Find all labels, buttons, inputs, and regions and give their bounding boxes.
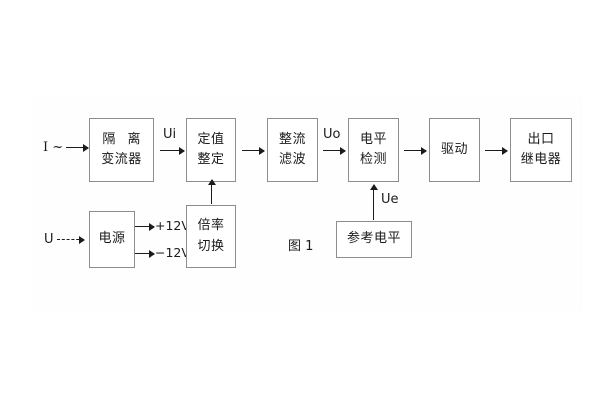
block-reference-level-line1: 参考电平 xyxy=(346,231,401,247)
block-power-supply-line1: 电源 xyxy=(98,231,126,247)
block-rectify-filter-line2: 滤波 xyxy=(278,152,306,167)
signal-ue-label: Ue xyxy=(381,192,399,207)
block-setting[interactable]: 定值 整定 xyxy=(186,118,236,182)
arrow-supply-negative xyxy=(135,250,155,259)
arrow-reference-to-level-detect xyxy=(370,184,379,220)
block-range-switch[interactable]: 倍率 切换 xyxy=(186,205,236,268)
block-rectify-filter-line1: 整流 xyxy=(278,131,306,147)
block-reference-level[interactable]: 参考电平 xyxy=(336,221,412,258)
block-isolation-ct[interactable]: 隔 离 变流器 xyxy=(89,118,154,182)
block-range-switch-line1: 倍率 xyxy=(197,218,225,234)
arrow-supply-positive xyxy=(135,223,155,232)
arrow-range-switch-to-setting xyxy=(208,179,217,204)
block-level-detect[interactable]: 电平 检测 xyxy=(348,118,399,182)
block-output-relay[interactable]: 出口 继电器 xyxy=(510,118,572,182)
block-level-detect-line1: 电平 xyxy=(359,131,387,147)
arrow-drive-to-output-relay xyxy=(485,147,508,156)
arrow-voltage-to-power-supply xyxy=(57,236,85,245)
block-output-relay-line1: 出口 xyxy=(527,131,555,147)
signal-ui-label: Ui xyxy=(163,127,177,142)
arrow-setting-to-rectify xyxy=(242,147,265,156)
block-output-relay-line2: 继电器 xyxy=(520,152,562,167)
block-range-switch-line2: 切换 xyxy=(197,238,225,254)
figure-caption: 图 1 xyxy=(288,239,314,254)
input-voltage-label: U xyxy=(44,232,54,247)
block-power-supply[interactable]: 电源 xyxy=(89,211,135,268)
block-drive-line1: 驱动 xyxy=(440,141,468,157)
arrow-rectify-to-level-detect xyxy=(323,147,346,156)
block-isolation-ct-line1: 隔 离 xyxy=(102,131,145,147)
block-level-detect-line2: 检测 xyxy=(359,152,387,167)
block-isolation-ct-line2: 变流器 xyxy=(101,152,142,167)
supply-negative-label: −12V xyxy=(155,245,190,260)
arrow-current-to-isolation xyxy=(66,144,89,153)
arrow-level-detect-to-drive xyxy=(404,147,427,156)
block-setting-line1: 定值 xyxy=(197,131,225,147)
signal-uo-label: Uo xyxy=(323,127,341,142)
block-drive[interactable]: 驱动 xyxy=(429,118,480,182)
input-current-label: I ~ xyxy=(43,140,64,155)
block-rectify-filter[interactable]: 整流 滤波 xyxy=(267,118,318,182)
supply-positive-label: +12V xyxy=(155,218,190,233)
block-setting-line2: 整定 xyxy=(197,152,225,167)
arrow-isolation-to-setting xyxy=(160,147,185,156)
